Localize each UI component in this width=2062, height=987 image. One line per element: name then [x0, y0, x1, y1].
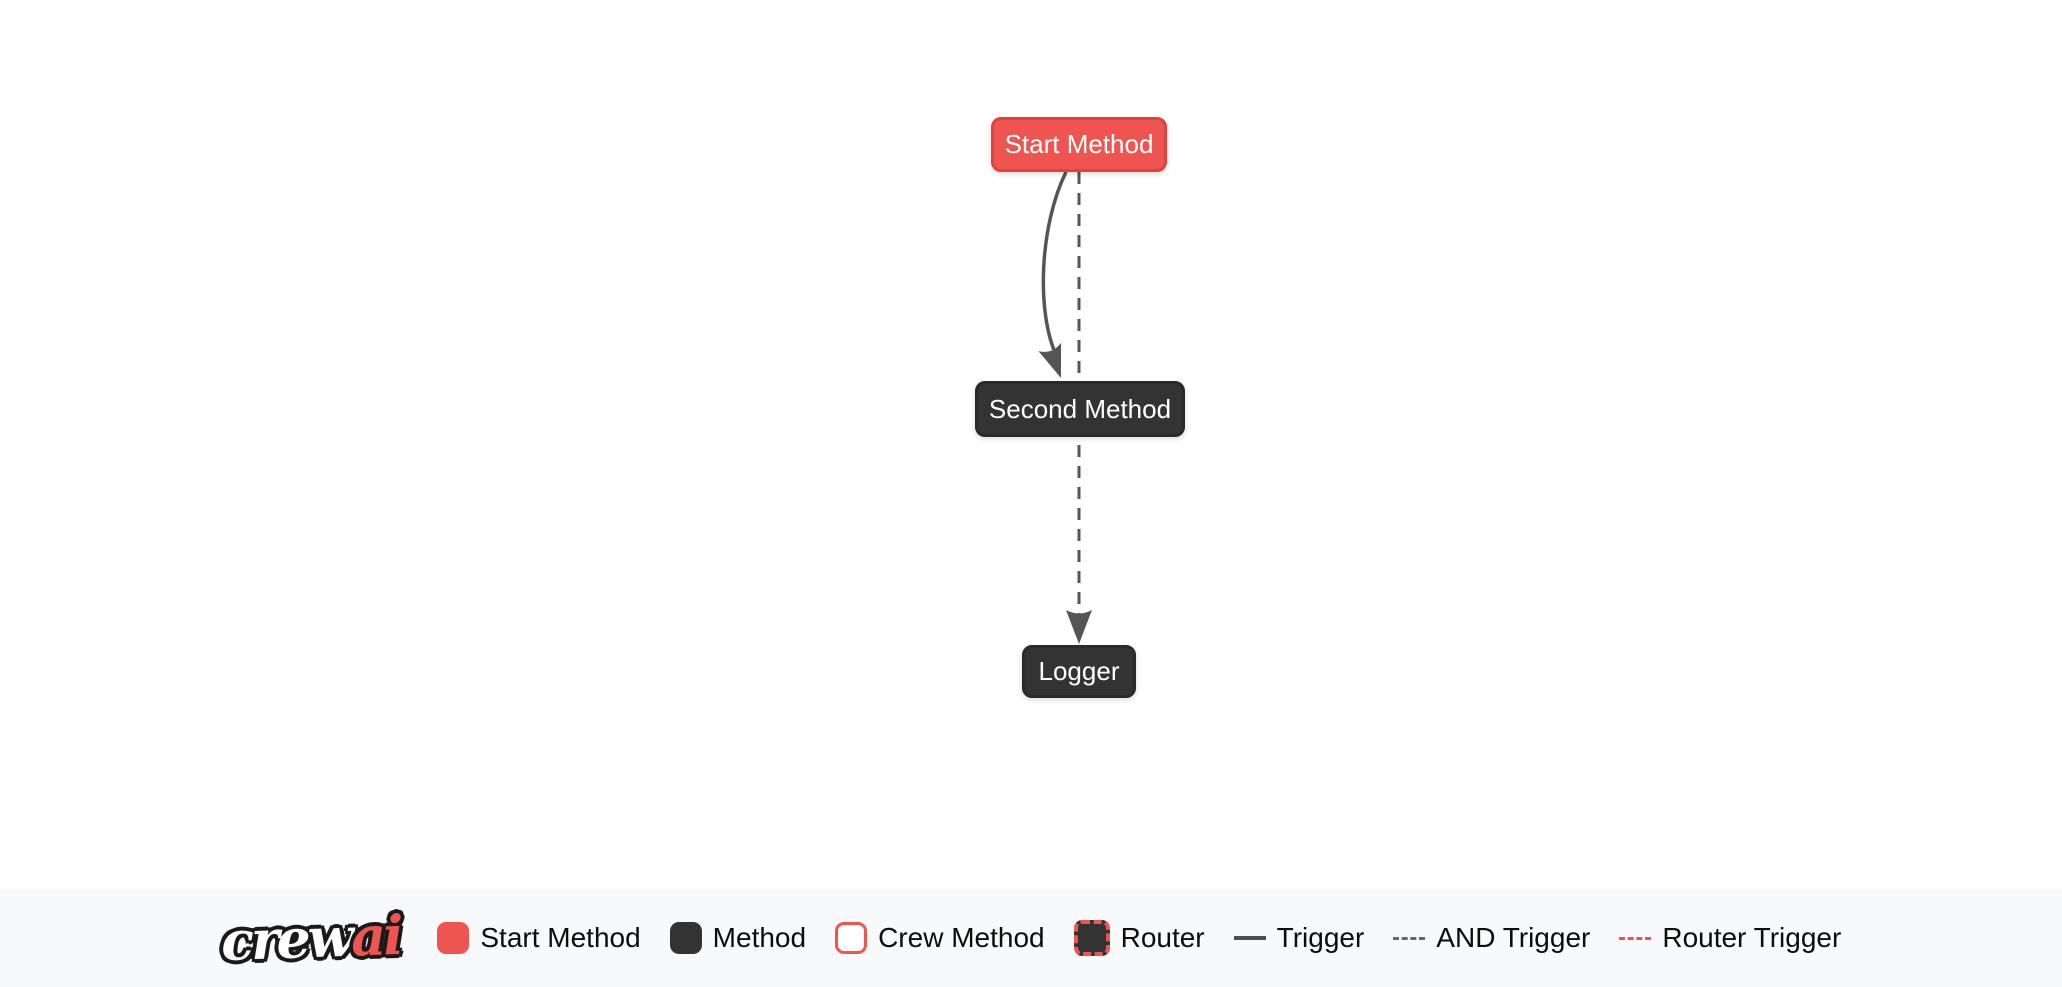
legend-label: Router	[1120, 922, 1205, 953]
edges-layer	[1038, 171, 1092, 644]
arrowhead-and-trigger	[1066, 610, 1092, 644]
edge-and-trigger[interactable]	[1066, 172, 1092, 644]
legend-label: AND Trigger	[1436, 922, 1591, 953]
legend-item-trigger: Trigger	[1233, 922, 1365, 954]
legend-item-crew-method: Crew Method	[835, 922, 1045, 954]
node-start-method[interactable]: Start Method	[991, 117, 1167, 172]
legend-bar: crewai Start Method Method Crew Method R…	[0, 889, 2062, 987]
logo-crew-text: crew	[219, 904, 352, 974]
router-trigger-line-icon	[1619, 936, 1652, 940]
edge-trigger[interactable]	[1038, 171, 1072, 382]
node-logger[interactable]: Logger	[1022, 645, 1136, 698]
and-trigger-line-icon	[1393, 936, 1426, 940]
legend-label: Trigger	[1276, 922, 1365, 953]
method-swatch-icon	[669, 922, 702, 954]
legend-item-start-method: Start Method	[437, 922, 641, 954]
legend-item-router: Router	[1073, 920, 1205, 956]
arrowhead-trigger	[1038, 342, 1061, 378]
flow-canvas[interactable]: Start Method Second Method Logger	[0, 0, 2062, 889]
legend-label: Method	[712, 922, 807, 953]
legend-label: Start Method	[480, 922, 641, 953]
legend-label: Router Trigger	[1662, 922, 1842, 953]
router-swatch-icon	[1073, 920, 1110, 956]
legend-item-router-trigger: Router Trigger	[1619, 922, 1841, 954]
logo-ai-text: ai	[349, 902, 402, 969]
start-method-swatch-icon	[437, 922, 470, 954]
legend-label: Crew Method	[878, 922, 1045, 953]
crewai-logo: crewai	[220, 903, 402, 973]
legend-item-method: Method	[669, 922, 807, 954]
trigger-line-icon	[1233, 936, 1266, 940]
legend-item-and-trigger: AND Trigger	[1393, 922, 1590, 954]
crew-method-swatch-icon	[835, 922, 868, 954]
node-second-method[interactable]: Second Method	[975, 381, 1185, 437]
